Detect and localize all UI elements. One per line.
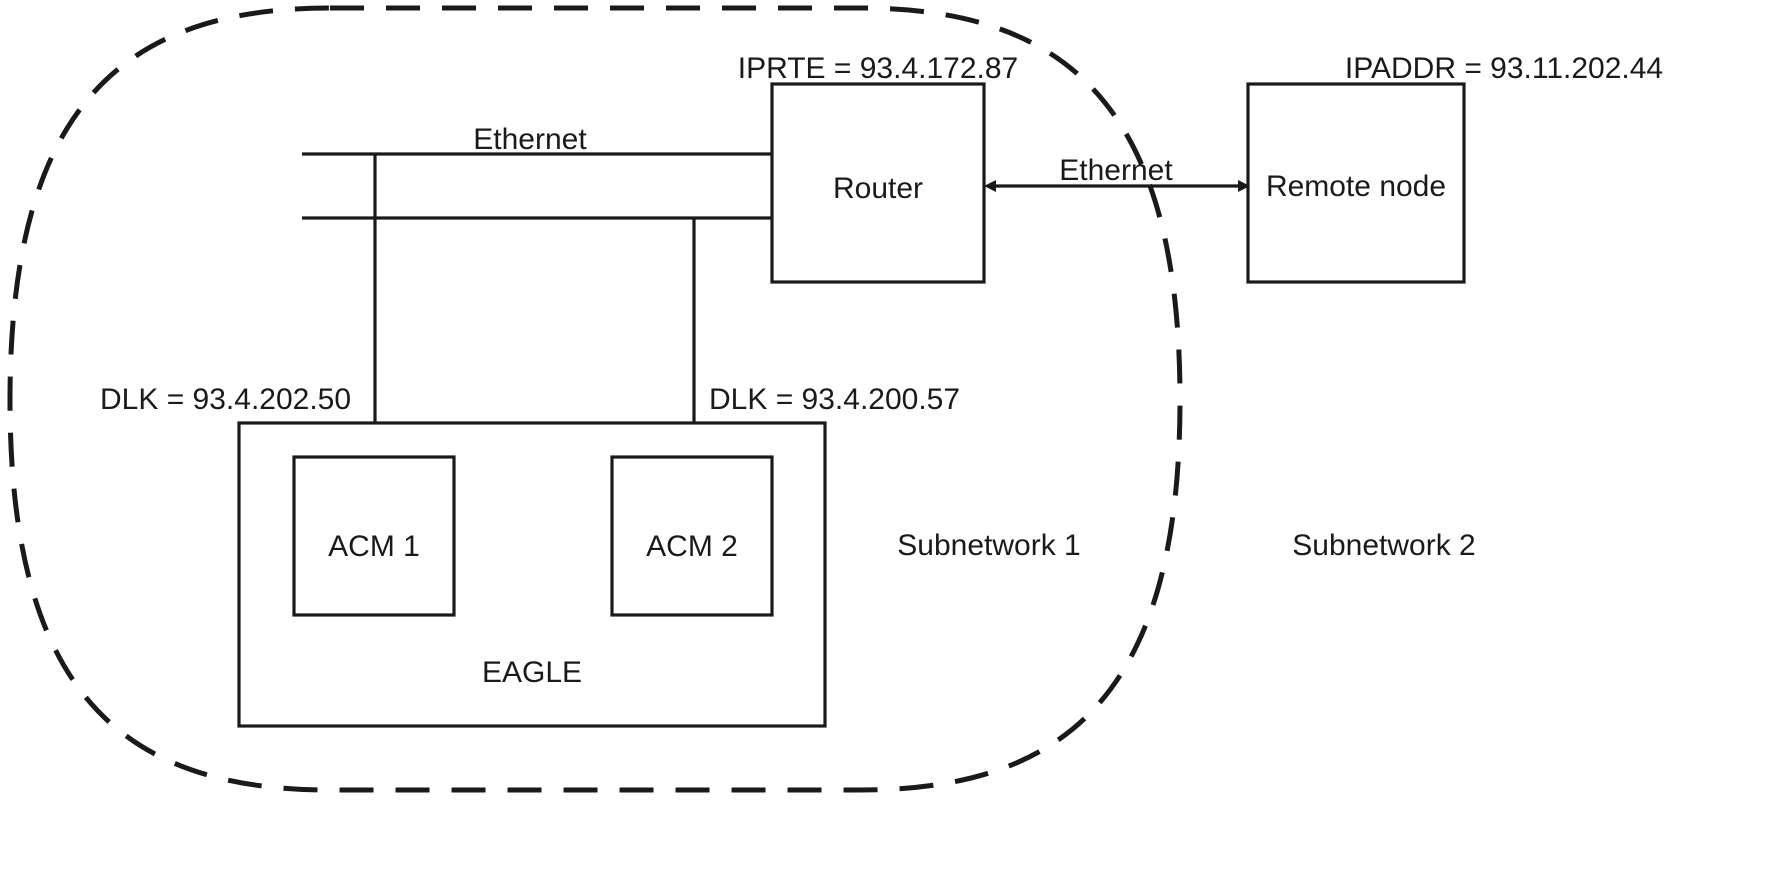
remote-node-label: Remote node — [1266, 170, 1446, 203]
dlk-left-label: DLK = 93.4.202.50 — [100, 383, 351, 416]
dlk-right-label: DLK = 93.4.200.57 — [709, 383, 960, 416]
acm-2-label: ACM 2 — [646, 530, 738, 563]
eagle-label: EAGLE — [482, 656, 582, 689]
router-box — [770, 82, 986, 284]
iprte-label: IPRTE = 93.4.172.87 — [738, 52, 1018, 85]
acm-1-label: ACM 1 — [328, 530, 420, 563]
ipaddr-label: IPADDR = 93.11.202.44 — [1345, 52, 1663, 85]
subnetwork-1-boundary-dashed — [7, 5, 1183, 793]
router-label: Router — [833, 172, 923, 205]
subnetwork-2-label: Subnetwork 2 — [1292, 529, 1475, 562]
ethernet-link-label: Ethernet — [1059, 154, 1173, 187]
acm-1-box — [292, 455, 456, 617]
ethernet-bus-label: Ethernet — [473, 123, 587, 156]
subnetwork-1-label: Subnetwork 1 — [897, 529, 1080, 562]
acm-2-box — [610, 455, 774, 617]
